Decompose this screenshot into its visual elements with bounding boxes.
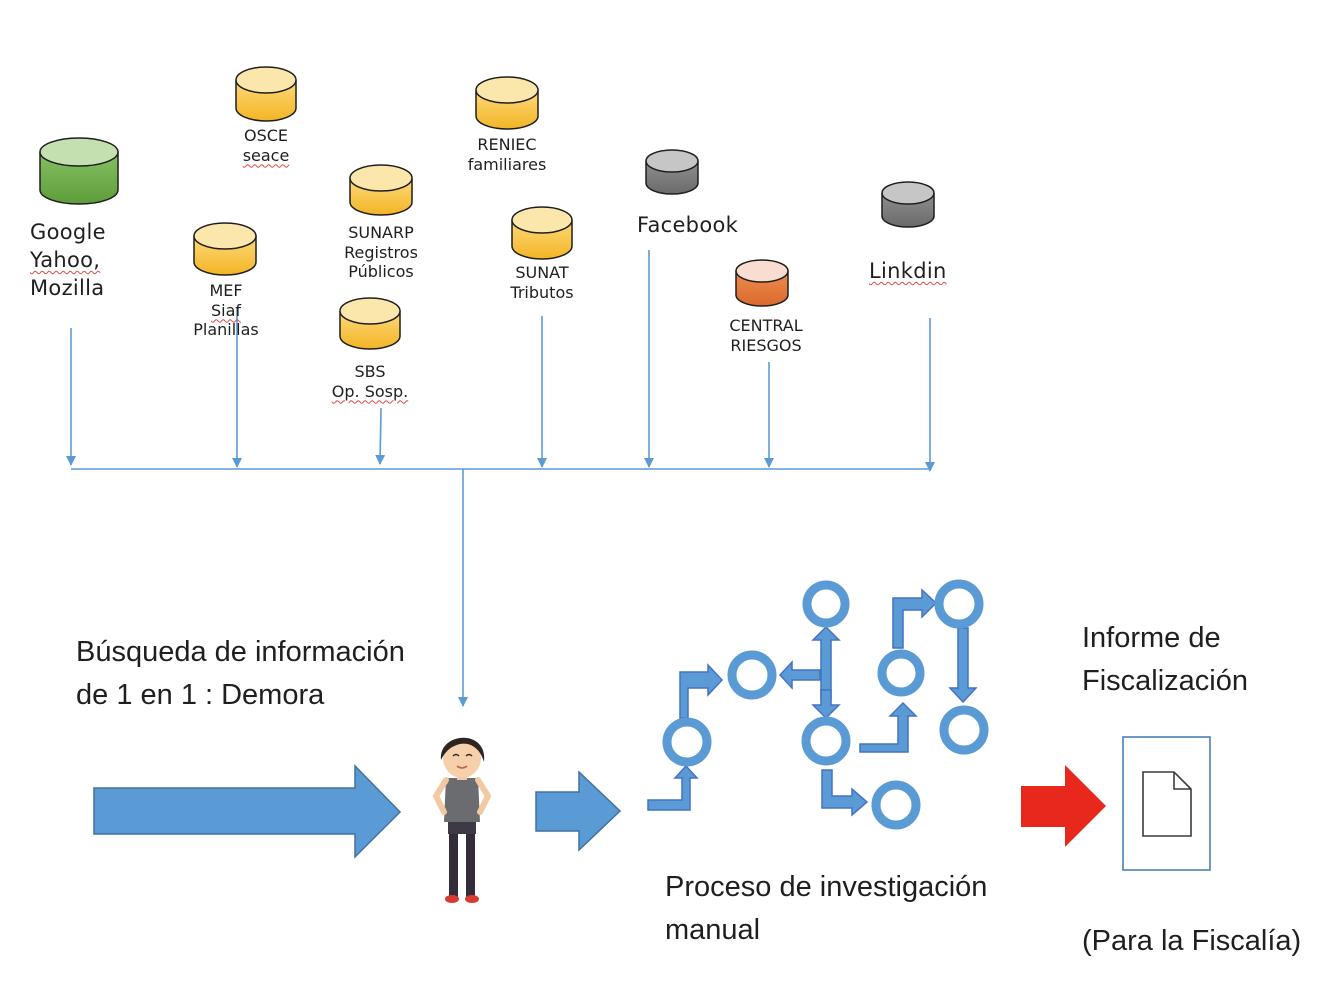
source-label-facebook: Facebook [637,213,739,237]
report-arrow [1021,765,1106,847]
source-label-sunarp: SUNARP Registros Públicos [344,223,418,282]
database-icon-facebook [645,149,699,195]
source-label-osce: OSCE seace [242,126,290,165]
source-label-sunat: SUNAT Tributos [510,263,574,302]
connector-sbs [375,407,386,465]
report-title: Informe de Fiscalización [1082,622,1248,697]
document-icon [1122,736,1211,871]
source-label-central-riesgos: CENTRAL RIESGOS [729,316,803,355]
source-connectors [66,250,935,707]
database-icon-google [39,137,119,205]
search-input-arrow [93,764,402,859]
workflow-diagram [647,579,989,830]
database-icon-linkdin [881,181,935,228]
database-icon-sbs [339,297,401,350]
report-recipient: (Para la Fiscalía) [1082,925,1302,957]
database-icon-reniec [475,76,539,130]
source-label-sbs: SBS Op. Sosp. [331,362,409,401]
database-icon-osce [235,66,297,122]
database-icon-mef [193,222,257,276]
source-label-reniec: RENIEC familiares [467,135,547,174]
search-caption: Búsqueda de información de 1 en 1 : Demo… [76,636,405,711]
database-icon-sunat [511,206,573,260]
source-label-mef: MEF Siaf Planillas [193,281,259,340]
process-arrow [535,770,622,852]
process-caption: Proceso de investigación manual [665,871,988,946]
source-label-linkdin: Linkdin [869,259,947,283]
database-icon-central-riesgos [735,259,789,307]
source-label-google: Google Yahoo, Mozilla [30,220,106,300]
database-icon-sunarp [349,164,413,216]
person-icon [432,737,492,903]
